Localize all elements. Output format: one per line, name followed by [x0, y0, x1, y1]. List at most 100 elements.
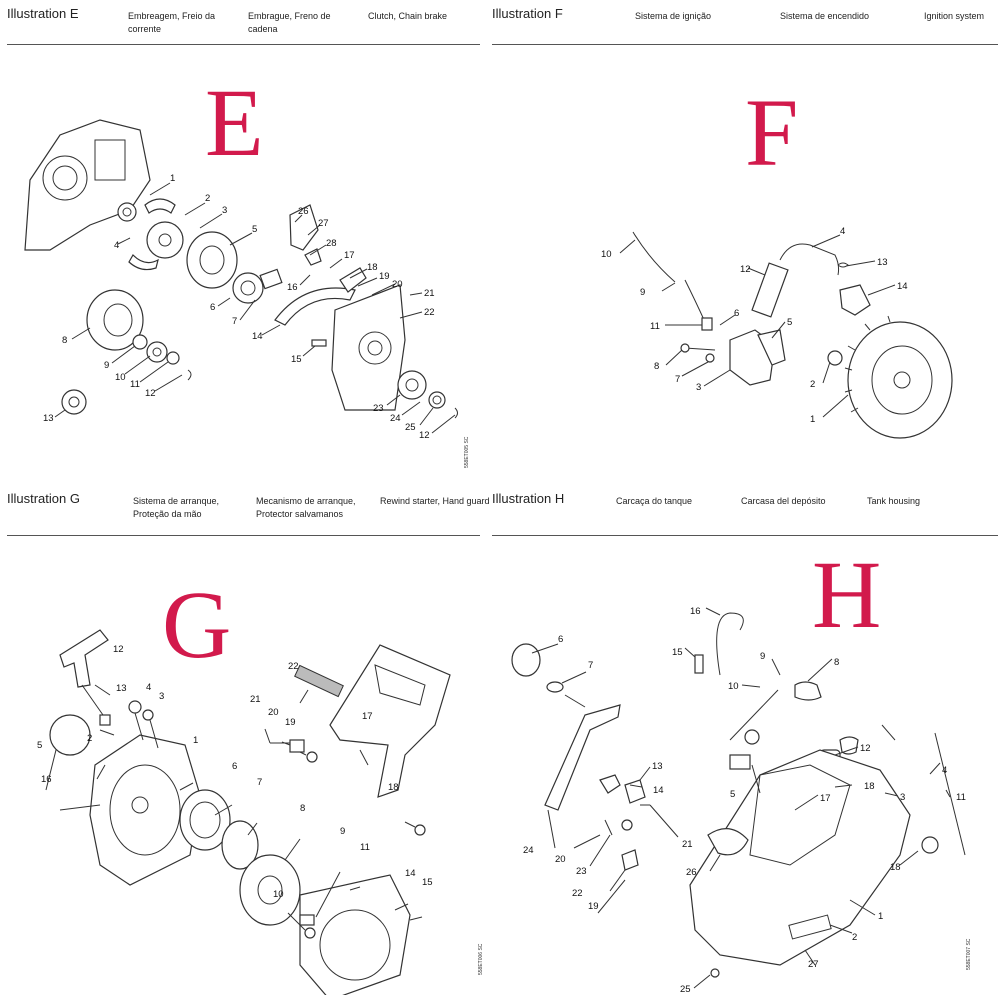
callout-label: 10	[728, 681, 739, 692]
callout-label: 13	[116, 683, 127, 694]
illustration-h-header: Illustration H Carcaça do tanque Carcasa…	[490, 485, 1000, 536]
callout-label: 20	[392, 279, 403, 290]
callout-label: 9	[104, 360, 109, 371]
callout-label: 12	[740, 264, 751, 275]
callout-label: 12	[113, 644, 124, 655]
illustration-f-title: Illustration F	[492, 6, 563, 21]
illustration-g-diagram: 12 13 4 3 5 2 1 16 6 7 8 9 11 10 14 15 2…	[37, 629, 451, 995]
illustration-e-letter: E	[205, 69, 264, 176]
callout-label: 28	[326, 238, 337, 249]
callout-label: 14	[897, 281, 908, 292]
callout-label: 8	[834, 657, 839, 668]
callout-label: 15	[291, 354, 302, 365]
callout-label: 5	[252, 224, 257, 235]
header-divider	[7, 535, 480, 536]
callout-label: 11	[956, 792, 966, 803]
callout-label: 23	[576, 866, 587, 877]
callout-label: 6	[734, 308, 739, 319]
illustration-e-panel: Illustration E Embreagem, Freio da corre…	[0, 0, 490, 490]
callout-label: 9	[640, 287, 645, 298]
callout-label: 24	[390, 413, 401, 424]
illustration-g-callouts: 12 13 4 3 5 2 1 16 6 7 8 9 11 10 14 15 2…	[37, 644, 433, 900]
callout-label: 17	[362, 711, 373, 722]
illustration-f-label-es: Sistema de encendido	[780, 11, 870, 21]
illustration-h-panel: Illustration H Carcaça do tanque Carcasa…	[490, 485, 1000, 1000]
callout-label: 10	[601, 249, 612, 260]
callout-label: 27	[808, 959, 819, 970]
callout-label: 6	[558, 634, 563, 645]
illustration-h-callouts: 6 7 16 15 9 8 10 12 14 13 24 20 21 23 22…	[523, 606, 966, 995]
illustration-g-letter: G	[162, 571, 232, 678]
illustration-e-diagram: 1 2 3 4 5 6 7 8 9 10 11 12 13 14 15 16 1…	[24, 119, 458, 441]
illustration-h-label-es: Carcasa del depósito	[741, 496, 826, 506]
callout-label: 23	[373, 403, 384, 414]
callout-label: 2	[205, 193, 210, 204]
callout-label: 11	[650, 321, 660, 332]
illustration-f-callouts: 10 9 11 8 7 3 6 5 12 4 13 14 2 1	[601, 226, 908, 425]
illustration-e-label-en: Clutch, Chain brake	[368, 11, 448, 21]
illustration-f-label-en: Ignition system	[924, 11, 985, 21]
callout-label: 8	[654, 361, 659, 372]
callout-label: 9	[760, 651, 765, 662]
callout-label: 11	[130, 379, 140, 390]
callout-label: 22	[572, 888, 583, 899]
callout-label: 22	[288, 661, 299, 672]
callout-label: 2	[87, 733, 92, 744]
illustration-g-label-pt: Sistema de arranque, Proteção da mão	[133, 496, 220, 519]
callout-label: 6	[210, 302, 215, 313]
callout-label: 16	[690, 606, 701, 617]
callout-label: 12	[145, 388, 156, 399]
callout-label: 17	[820, 793, 831, 804]
illustration-g-header: Illustration G Sistema de arranque, Prot…	[0, 485, 490, 536]
illustration-f-header: Illustration F Sistema de ignição Sistem…	[490, 0, 1000, 50]
callout-label: 2	[852, 932, 857, 943]
callout-label: 7	[257, 777, 262, 788]
callout-label: 21	[682, 839, 693, 850]
illustration-h-title: Illustration H	[492, 491, 565, 506]
callout-label: 14	[653, 785, 664, 796]
callout-label: 26	[686, 867, 697, 878]
illustration-f-diagram: 10 9 11 8 7 3 6 5 12 4 13 14 2 1	[601, 226, 953, 439]
callout-label: 19	[588, 901, 599, 912]
callout-label: 22	[424, 307, 435, 318]
callout-label: 1	[810, 414, 815, 425]
header-divider	[7, 44, 480, 45]
illustration-h-diagram: 6 7 16 15 9 8 10 12 14 13 24 20 21 23 22…	[511, 606, 966, 995]
illustration-e-callouts: 1 2 3 4 5 6 7 8 9 10 11 12 13 14 15 16 1…	[43, 173, 435, 441]
illustration-e-label-es: Embrague, Freno de cadena	[248, 11, 331, 34]
illustration-g-code: 558ET006 SC	[478, 943, 484, 975]
callout-label: 25	[405, 422, 416, 433]
callout-label: 5	[37, 740, 42, 751]
callout-label: 20	[268, 707, 279, 718]
callout-label: 12	[860, 743, 871, 754]
callout-label: 4	[942, 765, 947, 776]
callout-label: 18	[367, 262, 378, 273]
callout-label: 4	[840, 226, 845, 237]
callout-label: 19	[379, 271, 390, 282]
callout-label: 8	[300, 803, 305, 814]
callout-label: 24	[523, 845, 534, 856]
illustration-e-label-pt: Embreagem, Freio da corrente	[128, 11, 216, 34]
callout-label: 7	[588, 660, 593, 671]
callout-label: 21	[250, 694, 261, 705]
callout-label: 21	[424, 288, 435, 299]
callout-label: 3	[900, 792, 905, 803]
callout-label: 7	[675, 374, 680, 385]
callout-label: 19	[285, 717, 296, 728]
callout-label: 8	[62, 335, 67, 346]
callout-label: 20	[555, 854, 566, 865]
callout-label: 5	[730, 789, 735, 800]
callout-label: 27	[318, 218, 329, 229]
callout-label: 26	[298, 206, 309, 217]
callout-label: 5	[787, 317, 792, 328]
illustration-f-panel: Illustration F Sistema de ignição Sistem…	[490, 0, 1000, 490]
callout-label: 11	[360, 842, 370, 853]
illustration-g-panel: Illustration G Sistema de arranque, Prot…	[0, 485, 490, 1000]
illustration-e-title: Illustration E	[7, 6, 79, 21]
callout-label: 18	[890, 862, 901, 873]
callout-label: 14	[252, 331, 263, 342]
callout-label: 13	[652, 761, 663, 772]
illustration-g-title: Illustration G	[7, 491, 80, 506]
callout-label: 14	[405, 868, 416, 879]
illustration-g-label-en: Rewind starter, Hand guard	[380, 496, 490, 506]
